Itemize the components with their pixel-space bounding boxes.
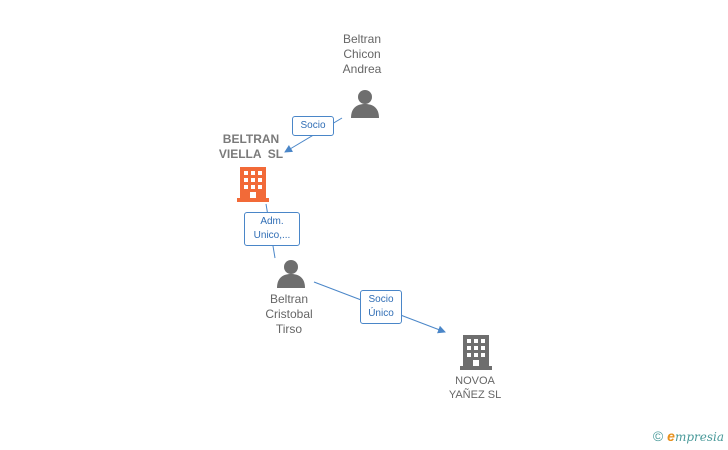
node-label-line: Cristobal — [265, 307, 313, 321]
person-icon[interactable] — [276, 258, 306, 288]
relation-label: Socio — [300, 120, 326, 131]
relation-label: Unico,... — [253, 230, 291, 241]
node-label-tirso[interactable]: Beltran Cristobal Tirso — [246, 292, 332, 337]
node-label-line: YAÑEZ SL — [448, 389, 502, 401]
node-label-line: Beltran — [269, 292, 309, 306]
relation-box-socio[interactable]: Socio — [292, 116, 334, 136]
node-label-line: Tirso — [275, 322, 303, 336]
relation-label: Socio — [368, 294, 394, 305]
brand-logo-text: mpresia — [674, 430, 724, 444]
node-label-line: BELTRAN — [222, 132, 280, 146]
node-label-line: Andrea — [342, 62, 382, 76]
node-label-beltran-viella[interactable]: BELTRAN VIELLA SL — [206, 132, 296, 162]
node-label-line: Beltran — [342, 32, 382, 46]
copyright-symbol: © — [652, 428, 664, 444]
node-label-novoa[interactable]: NOVOA YAÑEZ SL — [430, 374, 520, 402]
relation-box-socio-unico[interactable]: Socio Único — [360, 290, 402, 324]
building-icon[interactable] — [460, 334, 492, 370]
relation-label: Único — [368, 308, 394, 319]
node-label-line: Chicon — [343, 47, 381, 61]
relation-box-adm-unico[interactable]: Adm. Unico,... — [244, 212, 300, 246]
building-icon[interactable] — [237, 166, 269, 202]
node-label-line: NOVOA — [455, 375, 495, 387]
brand-logo-e: e — [667, 428, 675, 444]
node-label-andrea[interactable]: Beltran Chicon Andrea — [320, 32, 404, 77]
node-label-line: VIELLA SL — [218, 147, 284, 161]
person-icon[interactable] — [350, 88, 380, 118]
relation-label: Adm. — [260, 216, 284, 227]
brand-logo: © empresia — [653, 428, 724, 444]
